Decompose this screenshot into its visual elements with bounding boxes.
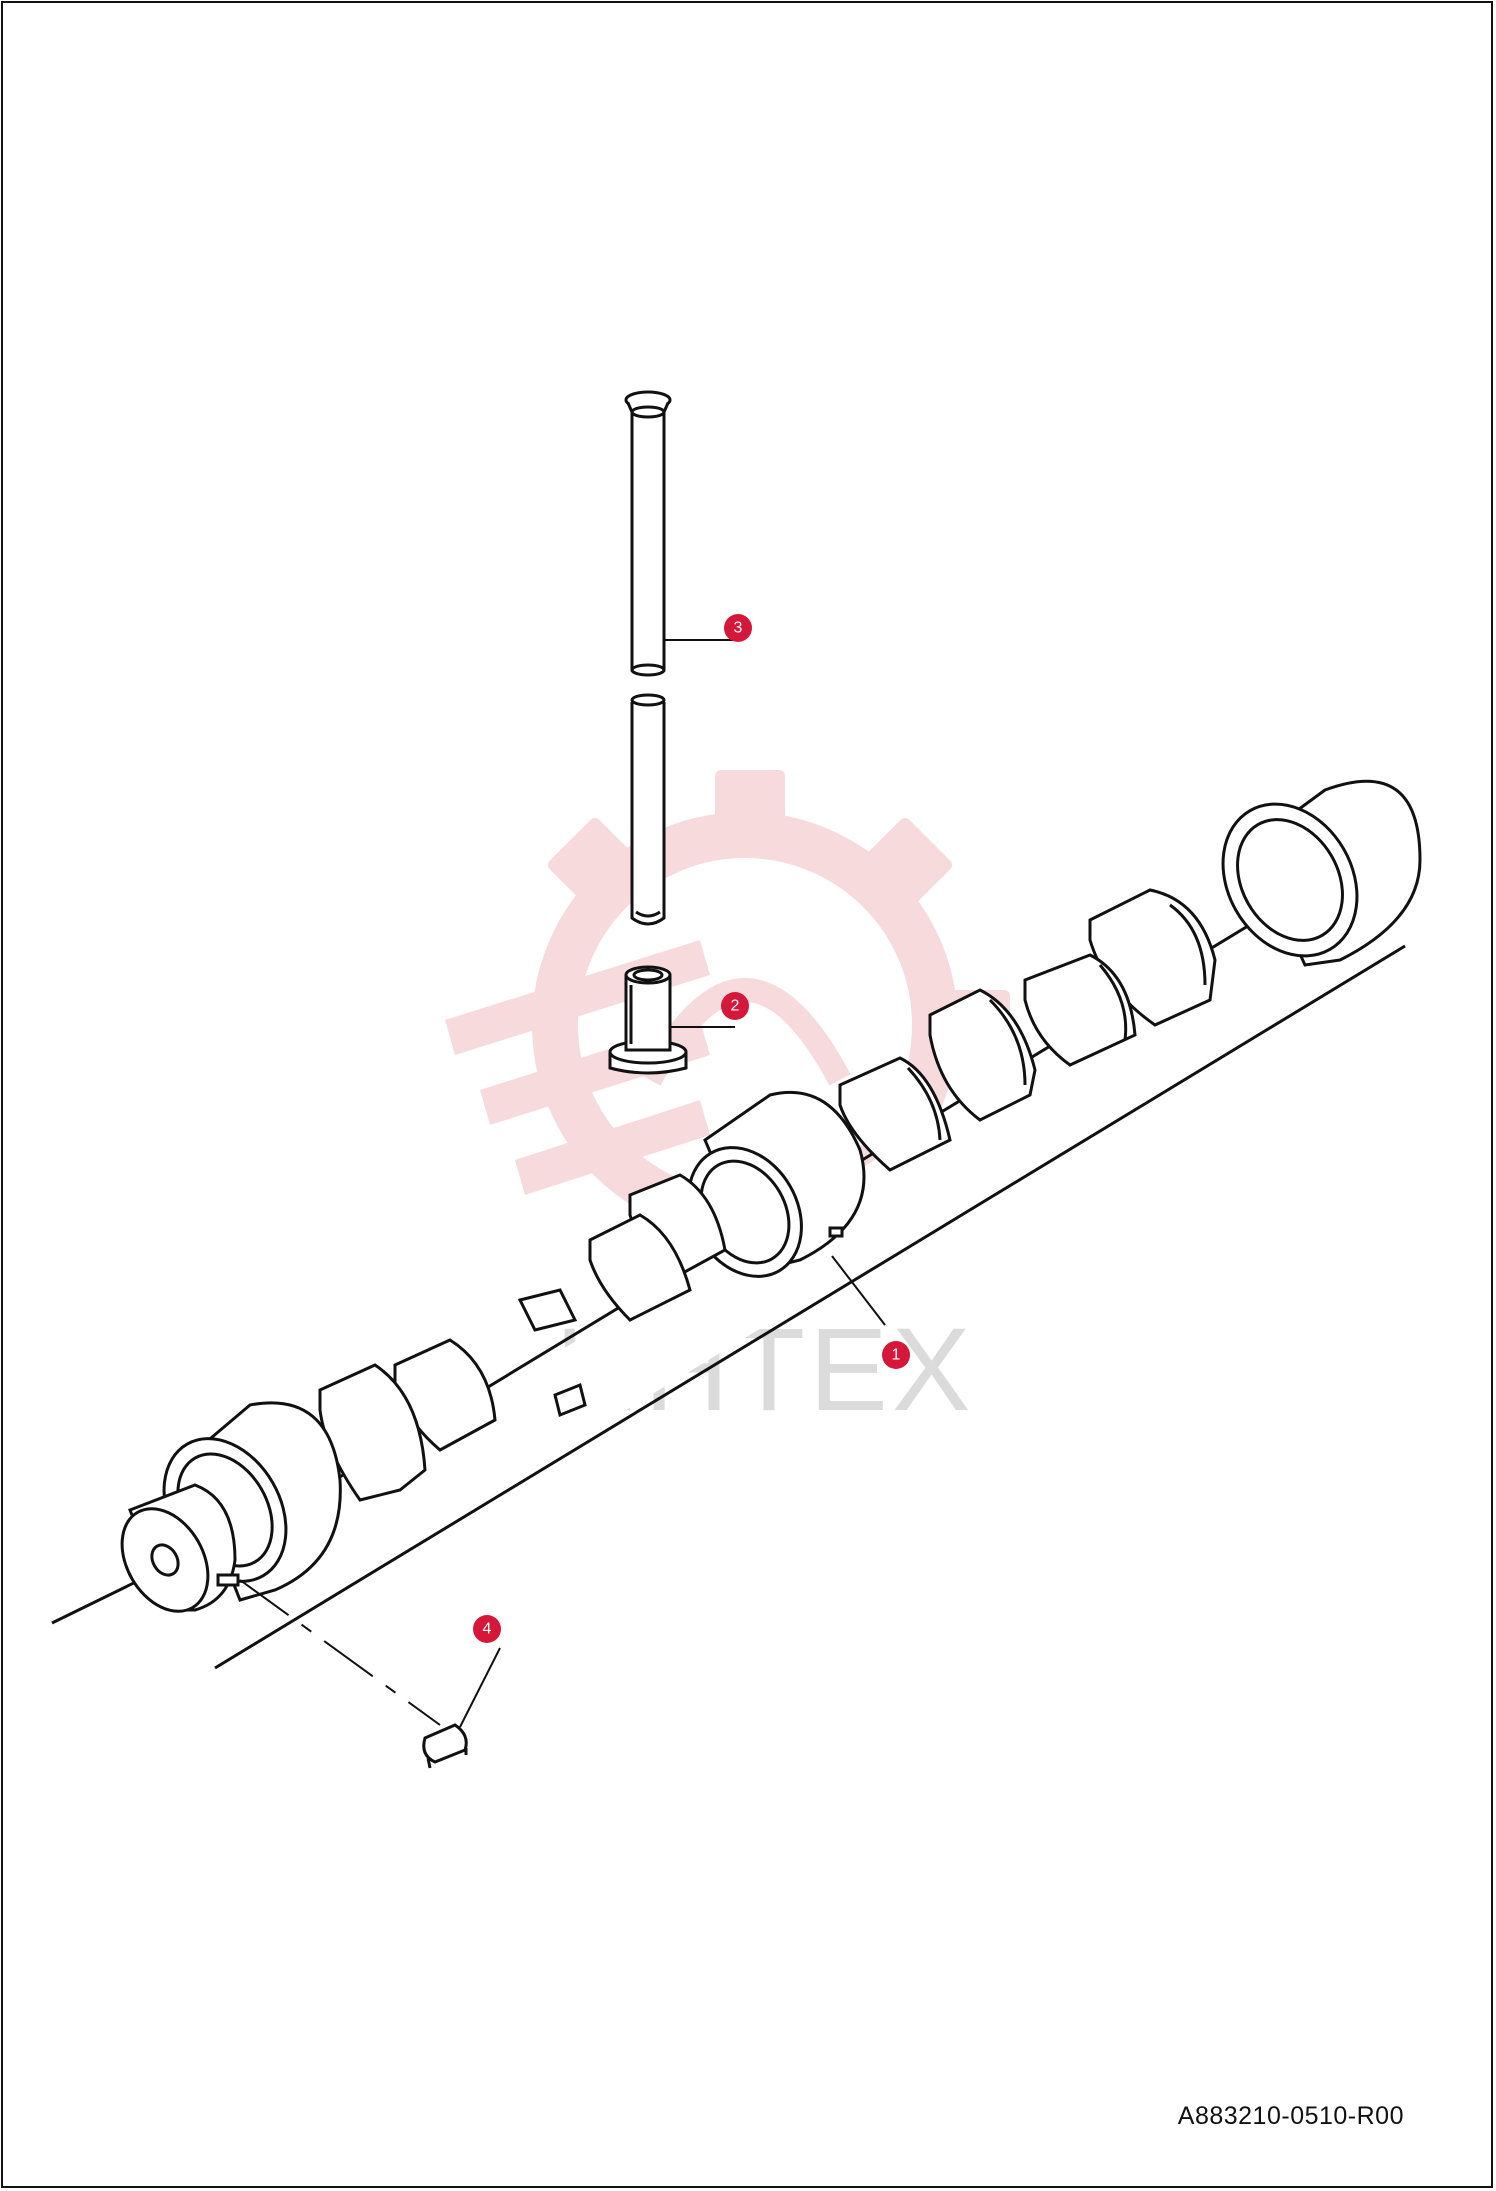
push-rod: [624, 390, 672, 926]
svg-text:1: 1: [892, 1347, 901, 1364]
callout-4: 4: [459, 1615, 501, 1728]
callout-3: 3: [664, 614, 752, 642]
camshaft-gear-flat-lower: [553, 1382, 587, 1418]
callout-2: 2: [670, 992, 749, 1028]
callout-1: 1: [831, 1255, 910, 1369]
svg-text:3: 3: [734, 620, 743, 637]
valve-lifter: [608, 965, 688, 1075]
camshaft-lobes-left: [318, 1338, 497, 1502]
woodruff-key: [422, 1723, 468, 1769]
camshaft-gear-flat: [517, 1288, 578, 1332]
camshaft-rear-journal: [1221, 779, 1422, 967]
svg-text:2: 2: [731, 998, 740, 1015]
assembly-line: [239, 1579, 441, 1726]
camshaft-lobes-center: [588, 1173, 727, 1322]
camshaft: [51, 779, 1422, 1670]
camshaft-nose: [120, 1483, 240, 1613]
camshaft-lobes-right: [838, 888, 1217, 1172]
svg-text:4: 4: [483, 1621, 492, 1638]
drawing-code: A883210-0510-R00: [1177, 2102, 1404, 2130]
